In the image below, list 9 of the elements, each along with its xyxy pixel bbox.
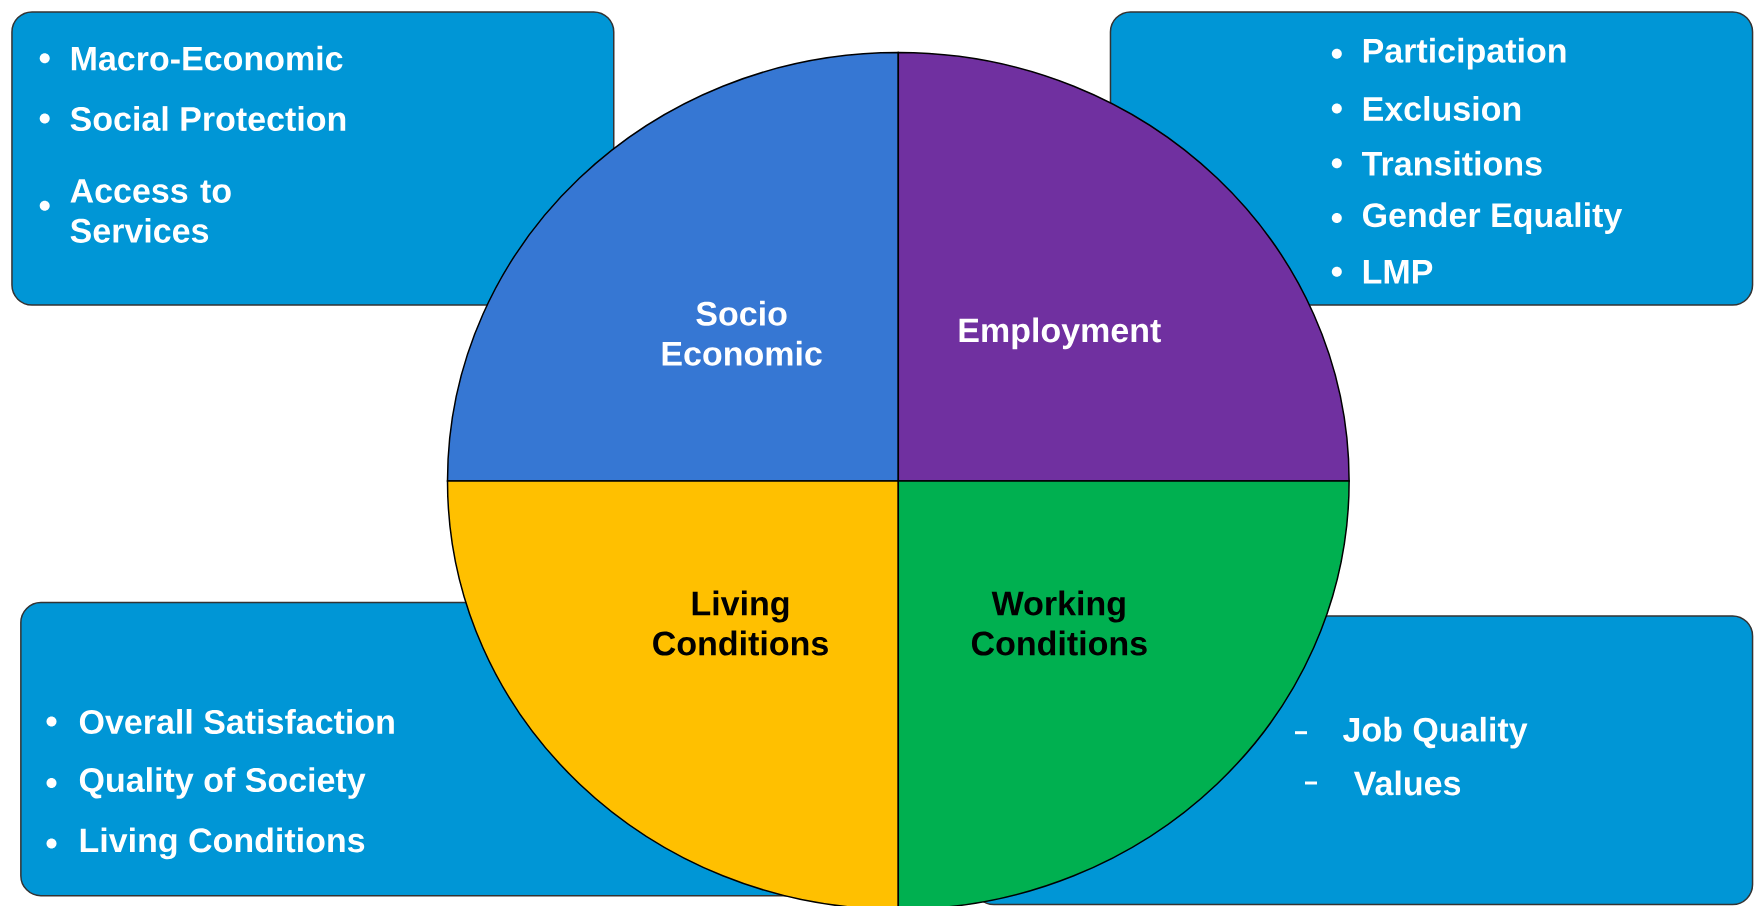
list-item: Living Conditions (46, 827, 365, 860)
list-item: Macro-Economic (39, 45, 343, 71)
list-item: Access to Services (39, 179, 231, 243)
list-item: Overall Satisfaction (46, 709, 394, 734)
pie-quadrant: Socio Economic (446, 51, 900, 482)
list-item: Social Protection (39, 106, 346, 132)
pie-quadrant: Living Conditions (446, 480, 900, 906)
list-item: Quality of Society (46, 767, 366, 799)
pie-quadrant: Employment (897, 51, 1350, 482)
